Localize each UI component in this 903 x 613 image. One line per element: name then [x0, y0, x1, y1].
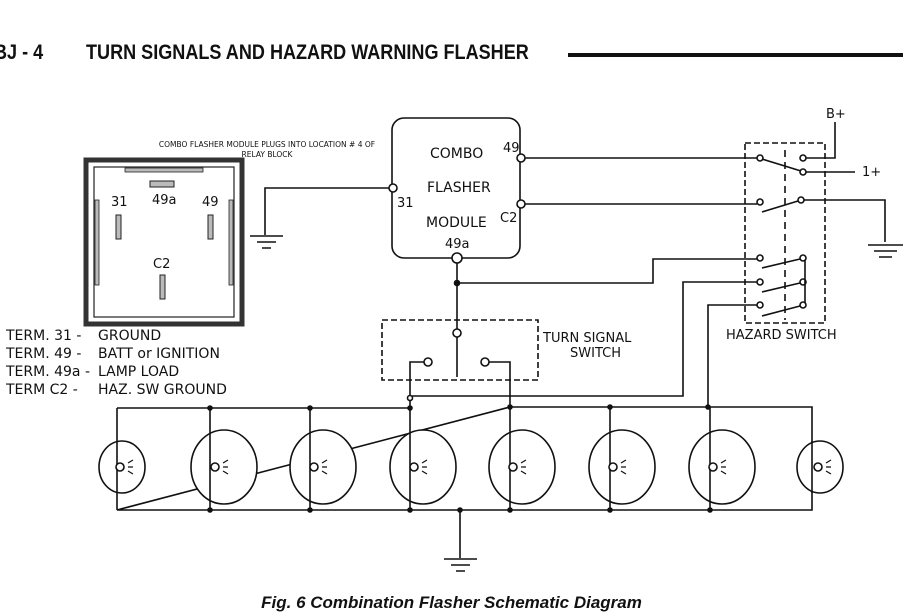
relay-note-line2: RELAY BLOCK: [242, 150, 294, 159]
ground-symbol: [250, 235, 283, 249]
header-rule: [568, 53, 903, 57]
turn-signal-label-1: TURN SIGNAL: [542, 331, 632, 346]
b-plus-label: B+: [826, 107, 846, 122]
terminal-49a-desc: LAMP LOAD: [98, 364, 180, 380]
module-pin-c2: C2: [500, 211, 517, 226]
page-reference: BJ - 4: [0, 41, 44, 64]
terminal-31-desc: GROUND: [98, 328, 162, 344]
junction-dot: [307, 507, 313, 513]
lamp-icon: [688, 407, 756, 510]
relay-pin-c2: C2: [153, 257, 170, 272]
module-label-1: COMBO: [430, 146, 483, 162]
junction-dot: [507, 404, 513, 410]
module-pin-31: 31: [397, 196, 414, 211]
lamp-icon: [289, 408, 357, 510]
junction-dot: [607, 404, 613, 410]
lamp-icon: [98, 440, 146, 494]
turn-signal-switch-box: [381, 319, 539, 381]
relay-pin-49a: 49a: [152, 193, 177, 208]
terminal-49: TERM. 49 -: [6, 346, 82, 362]
module-pin-49a: 49a: [445, 237, 470, 252]
relay-note-line1: COMBO FLASHER MODULE PLUGS INTO LOCATION…: [159, 140, 375, 149]
page-title: TURN SIGNALS AND HAZARD WARNING FLASHER: [86, 41, 529, 64]
module-label-3: MODULE: [426, 215, 487, 231]
junction-dot: [457, 507, 463, 513]
relay-pin-49: 49: [202, 195, 219, 210]
junction-dot: [207, 405, 213, 411]
lamp-icon: [190, 408, 258, 510]
junction-dot: [705, 404, 711, 410]
junction-dot: [707, 507, 713, 513]
relay-block: [83, 157, 245, 327]
terminal-c2-desc: HAZ. SW GROUND: [98, 382, 227, 398]
hazard-switch: [744, 122, 903, 324]
lamp-icon: [796, 440, 844, 494]
terminal-31: TERM. 31 -: [6, 328, 82, 344]
terminal-c2: TERM C2 -: [6, 382, 78, 398]
junction-dot: [207, 507, 213, 513]
module-pin-49: 49: [503, 141, 520, 156]
junction-dot: [407, 405, 413, 411]
junction-dot: [407, 507, 413, 513]
terminal-49a: TERM. 49a -: [6, 364, 90, 380]
junction-dot: [607, 507, 613, 513]
junction-dot: [307, 405, 313, 411]
lamp-icon: [488, 407, 556, 510]
turn-signal-label-2: SWITCH: [570, 346, 621, 361]
hazard-switch-label: HAZARD SWITCH: [726, 328, 837, 343]
lamp-icon: [389, 408, 457, 510]
terminal-49-desc: BATT or IGNITION: [98, 346, 220, 362]
lamp-icon: [588, 407, 656, 510]
relay-pin-31: 31: [111, 195, 128, 210]
one-plus-label: 1+: [862, 165, 881, 180]
module-label-2: FLASHER: [427, 180, 491, 196]
junction-dot: [507, 507, 513, 513]
figure-caption: Fig. 6 Combination Flasher Schematic Dia…: [261, 593, 642, 612]
